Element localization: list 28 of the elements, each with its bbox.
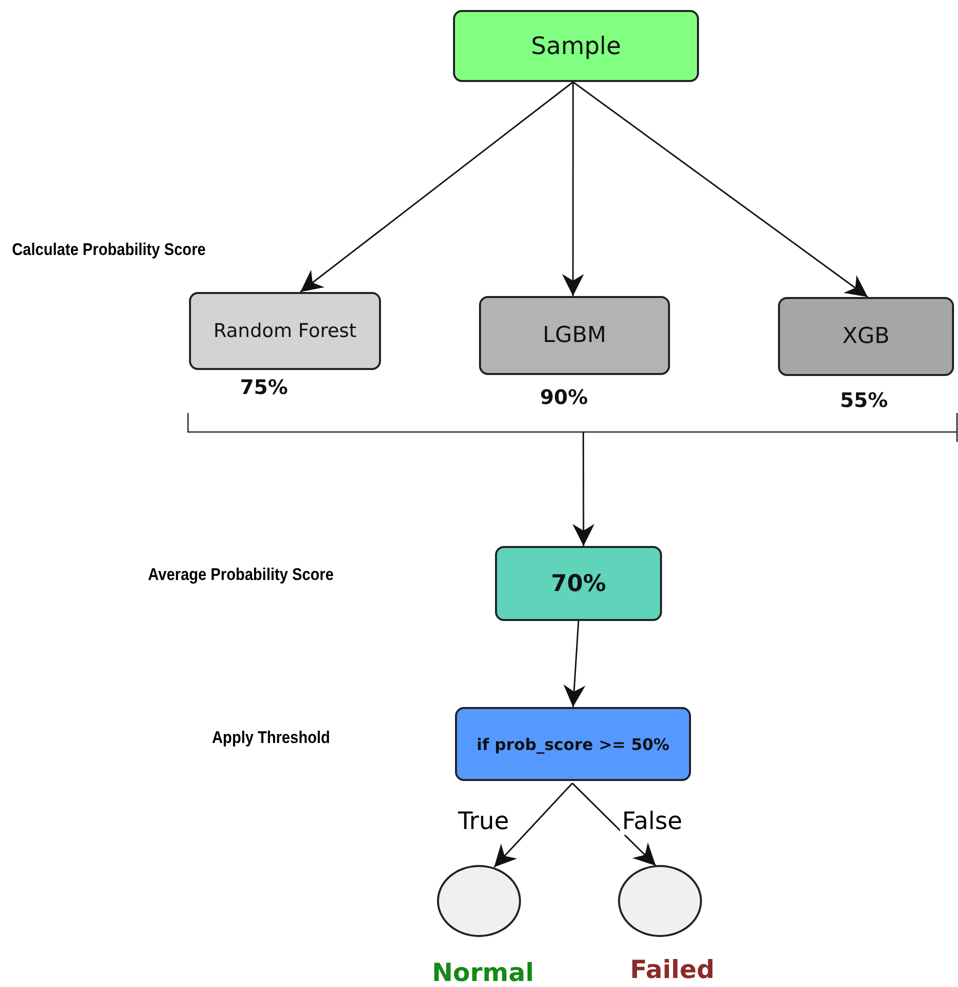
node-caption: 55%: [840, 388, 888, 412]
arrow: [572, 432, 594, 546]
bracket: [187, 412, 958, 443]
process-box: [479, 296, 670, 375]
process-box: [778, 297, 954, 376]
process-box: [189, 292, 381, 370]
node-text: XGB: [842, 324, 890, 349]
process-box: [455, 707, 691, 781]
arrow: [563, 620, 586, 708]
node-caption: 75%: [240, 375, 288, 399]
arrow: [572, 782, 656, 866]
node-text: if prob_score >= 50%: [476, 734, 670, 754]
step-label: Average Probability Score: [148, 565, 334, 585]
node-text: 70%: [550, 570, 606, 596]
arrow: [572, 81, 868, 298]
arrow: [562, 82, 584, 296]
arrow: [300, 81, 574, 293]
step-label: Apply Threshold: [212, 728, 330, 748]
node-caption: Failed: [630, 955, 714, 984]
node-caption: 90%: [540, 385, 588, 409]
node-text: LGBM: [542, 323, 606, 348]
process-box: [453, 10, 699, 82]
node-text: Random Forest: [213, 320, 356, 342]
node-text: Sample: [531, 32, 621, 60]
process-box: [495, 546, 662, 621]
arrow: [494, 782, 573, 868]
step-label: Calculate Probability Score: [12, 240, 206, 260]
node-caption: Normal: [432, 958, 534, 987]
